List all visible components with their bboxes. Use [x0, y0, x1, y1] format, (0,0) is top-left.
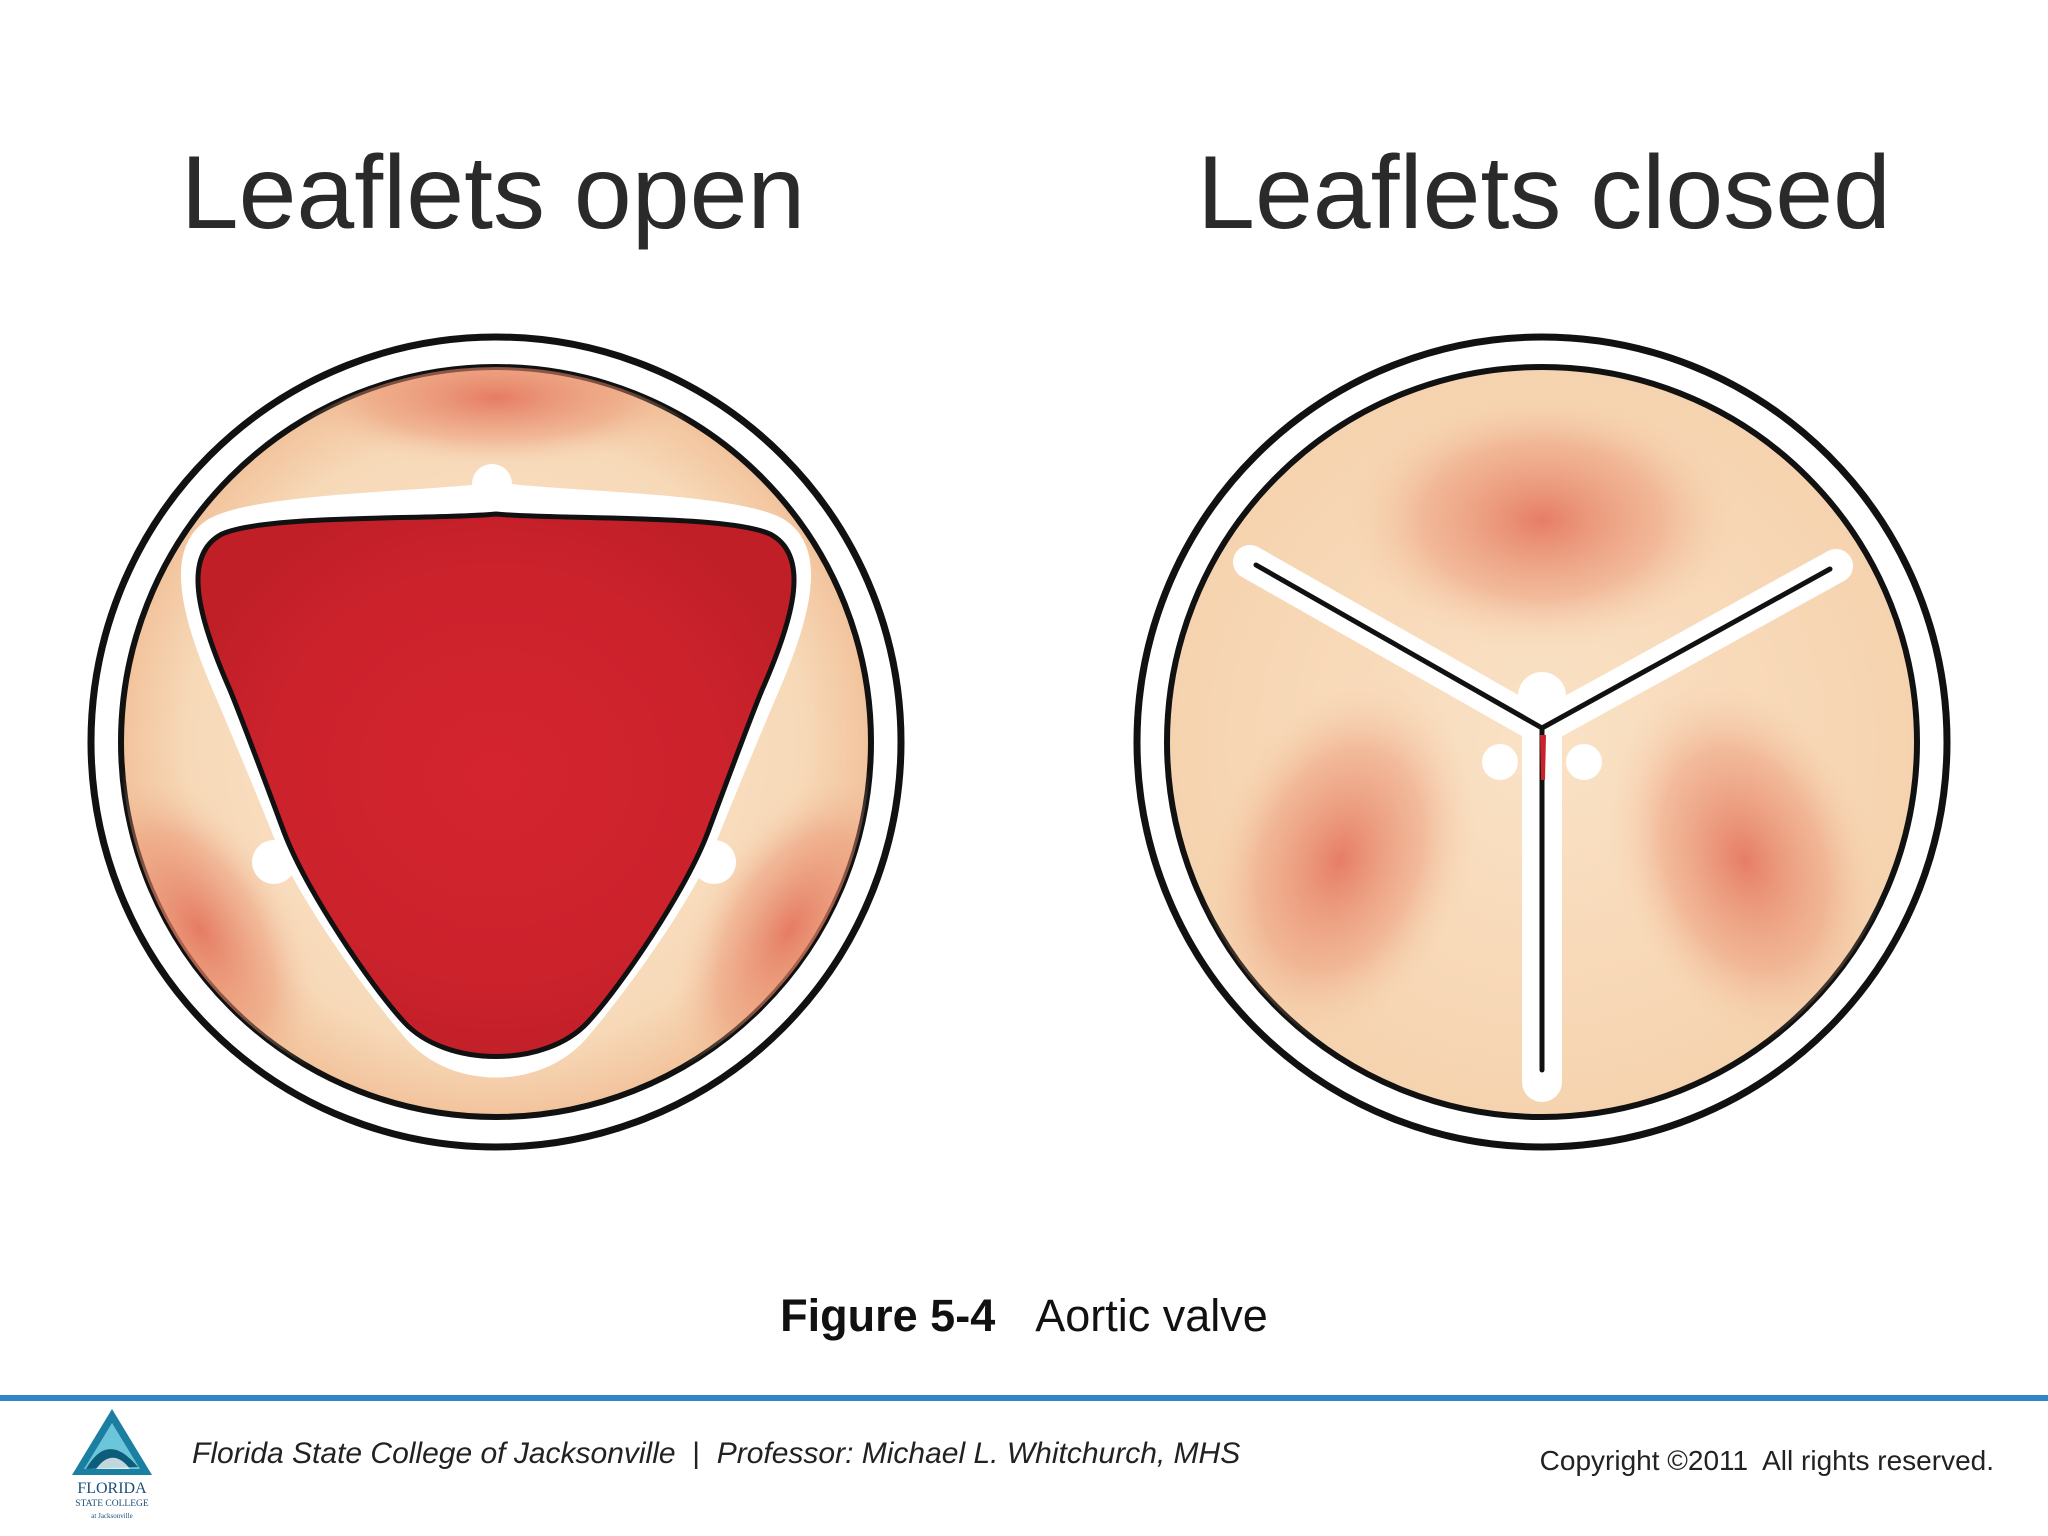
logo-line-1: FLORIDA: [77, 1480, 147, 1497]
logo-line-2: STATE COLLEGE: [75, 1499, 149, 1509]
figure-title: Aortic valve: [1035, 1290, 1268, 1341]
institution-name: Florida State College of Jacksonville: [192, 1437, 676, 1470]
figure-number: Figure 5-4: [780, 1290, 996, 1341]
open-valve-diagram: [87, 333, 905, 1151]
leaflets-open-title: Leaflets open: [181, 135, 806, 251]
professor-name: Professor: Michael L. Whitchurch, MHS: [716, 1437, 1241, 1470]
footer-separator: |: [692, 1437, 701, 1470]
figure-caption: Figure 5-4 Aortic valve: [0, 1290, 2048, 1342]
copyright-notice: Copyright ©2011 All rights reserved.: [1539, 1445, 1994, 1476]
closed-valve-diagram: [1133, 333, 1951, 1151]
open-orifice: [195, 511, 797, 1059]
fscj-logo-icon: FLORIDA STATE COLLEGE at Jacksonville: [72, 1409, 152, 1520]
logo-line-3: at Jacksonville: [91, 1512, 132, 1520]
leaflets-closed-title: Leaflets closed: [1197, 135, 1891, 251]
footer-divider: [0, 1395, 2048, 1401]
footer-credit: Florida State College of Jacksonville | …: [192, 1437, 1240, 1471]
